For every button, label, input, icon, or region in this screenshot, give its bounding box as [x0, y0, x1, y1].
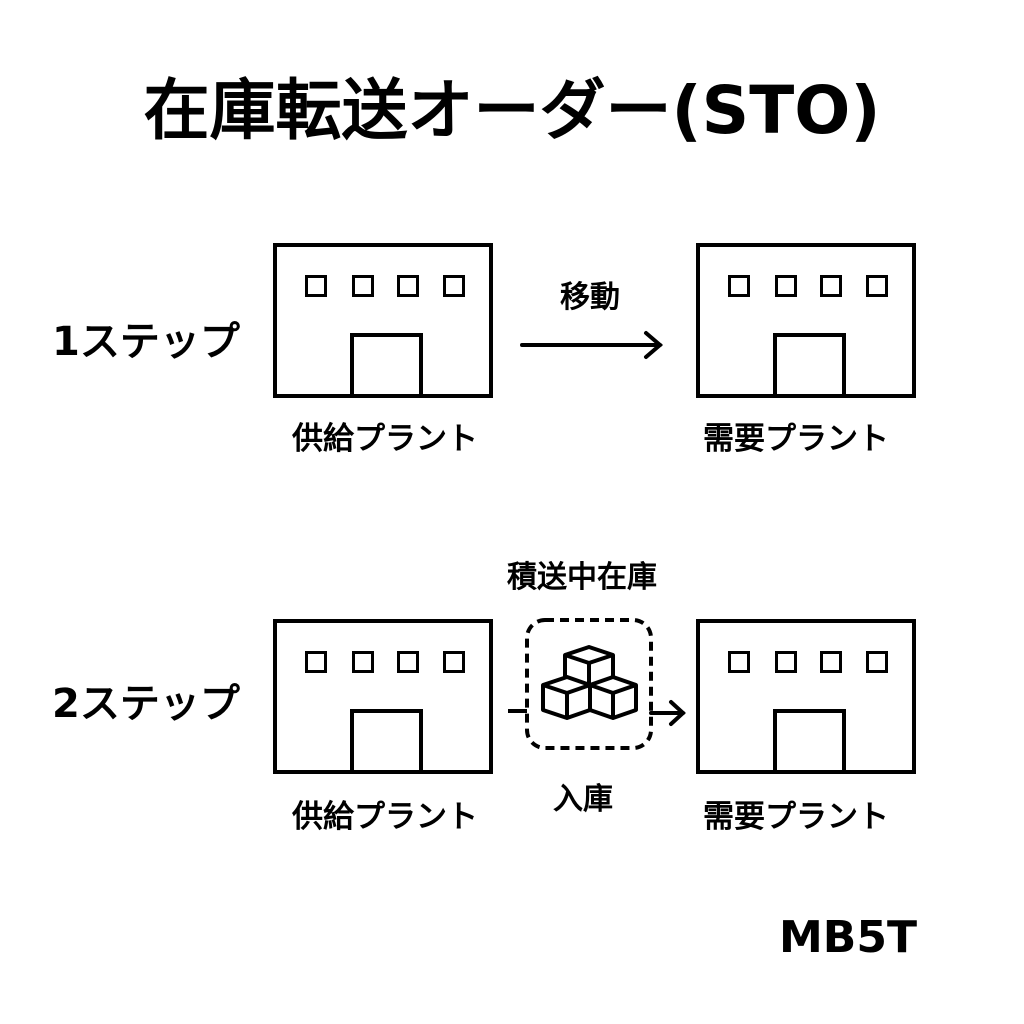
two-step-demand-plant-label: 需要プラント: [703, 799, 889, 835]
one-step-label: 1ステップ: [52, 319, 240, 365]
boxes-icon: [541, 645, 638, 720]
supply-plant-building-icon: [273, 619, 493, 774]
one-step-supply-plant-label: 供給プラント: [292, 421, 478, 457]
stock-in-transit-label: 積送中在庫: [507, 560, 657, 595]
movement-label: 移動: [560, 280, 620, 315]
movement-arrow: [520, 331, 664, 359]
one-step-demand-plant-label: 需要プラント: [703, 421, 889, 457]
supply-plant-building-icon: [273, 243, 493, 398]
transaction-code: MB5T: [779, 912, 917, 963]
goods-receipt-label: 入庫: [553, 782, 613, 817]
demand-plant-building-icon: [696, 243, 916, 398]
two-step-supply-plant-label: 供給プラント: [292, 799, 478, 835]
two-step-label: 2ステップ: [52, 681, 240, 727]
stock-in-transit-box: [525, 618, 653, 750]
title: 在庫転送オーダー(STO): [143, 72, 881, 149]
demand-plant-building-icon: [696, 619, 916, 774]
receipt-arrow: [649, 700, 686, 726]
